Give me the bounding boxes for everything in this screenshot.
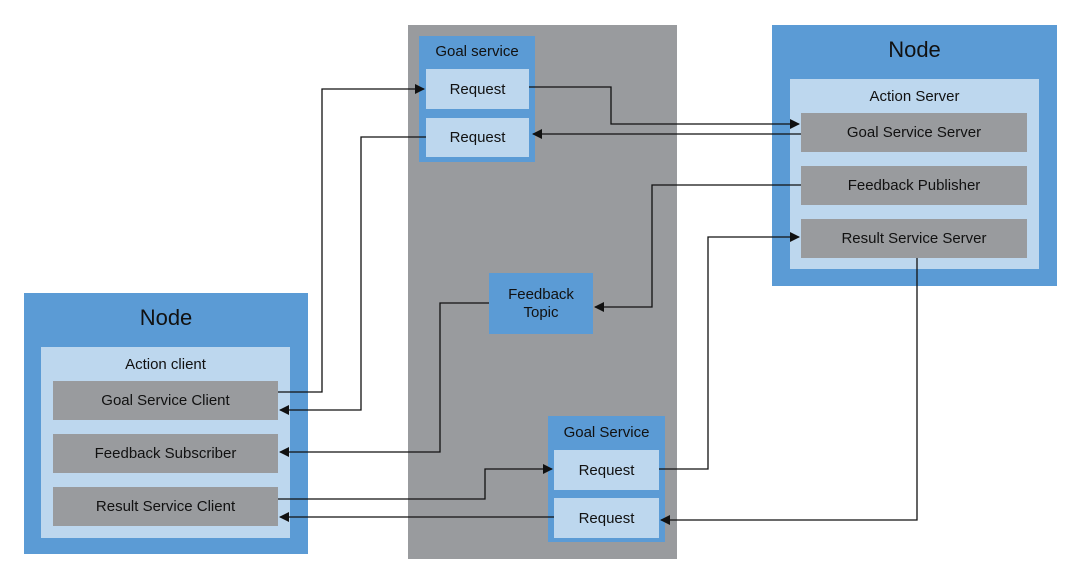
link-publisher-to-topic	[594, 184, 801, 312]
goal-service-server: Goal Service Server	[801, 113, 1027, 152]
action-server-title: Action Server	[869, 88, 960, 105]
goal-service-bottom-request-1: Request	[554, 450, 659, 490]
feedback-subscriber: Feedback Subscriber	[53, 434, 278, 473]
goal-service-top-request-2: Request	[426, 118, 529, 157]
link-topic-to-subscriber	[279, 302, 489, 457]
goal-service-top-request-1: Request	[426, 69, 529, 109]
feedback-publisher: Feedback Publisher	[801, 166, 1027, 205]
goal-service-bottom-request-2: Request	[554, 498, 659, 538]
link-result-server-to-request	[660, 258, 918, 525]
link-request-to-goal-client	[279, 136, 426, 415]
server-node-title: Node	[888, 37, 941, 62]
result-service-server: Result Service Server	[801, 219, 1027, 258]
result-service-client: Result Service Client	[53, 487, 278, 526]
feedback-topic-line-2: Topic	[523, 303, 559, 321]
goal-service-top-title: Goal service	[435, 43, 519, 60]
feedback-topic-line-1: Feedback	[508, 285, 574, 303]
client-node-title: Node	[139, 305, 193, 330]
goal-service-bottom-title: Goal Service	[563, 424, 650, 441]
link-request-to-result-server	[659, 232, 800, 470]
goal-service-client: Goal Service Client	[53, 381, 278, 420]
link-result-client-to-request	[278, 464, 553, 500]
link-request-to-goal-server	[529, 86, 800, 129]
action-client-title: Action client	[125, 356, 206, 373]
link-goal-client-to-request	[278, 84, 425, 393]
